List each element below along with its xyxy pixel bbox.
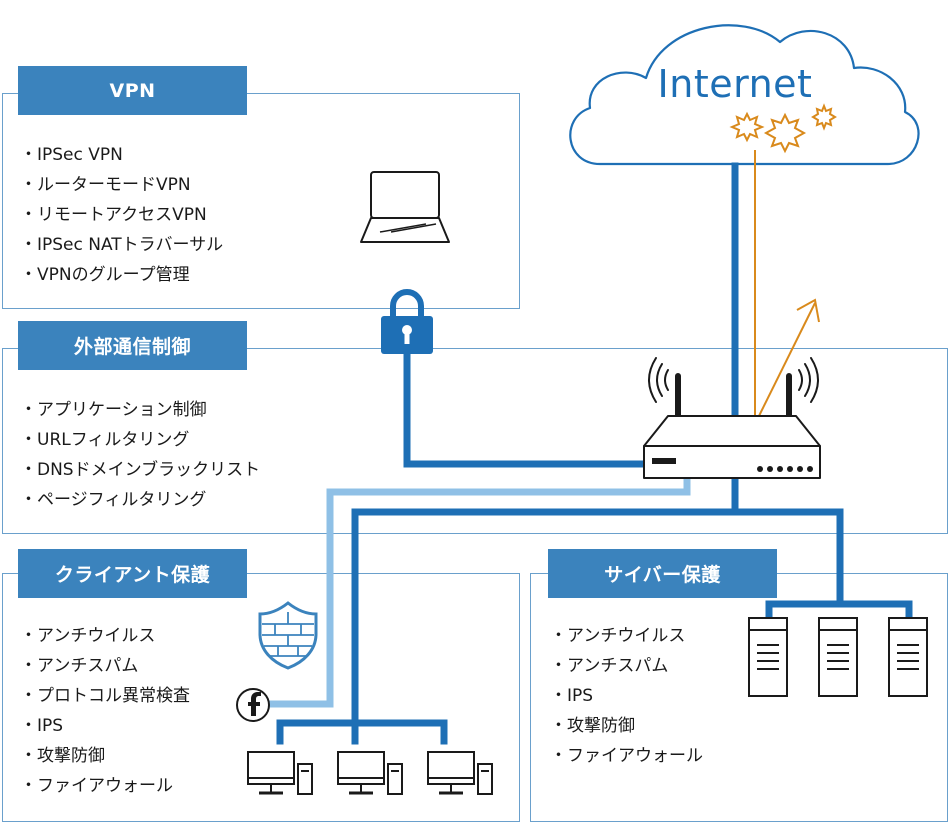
list-item: アンチウイルス: [20, 621, 190, 651]
padlock-icon: [381, 289, 433, 354]
primary-links: [276, 162, 913, 745]
desktop-pc-icon: [427, 751, 493, 795]
threat-burst-icon: [811, 103, 837, 131]
router-icon: [643, 357, 821, 479]
internet-label: Internet: [657, 62, 813, 106]
list-item: 攻撃防御: [550, 711, 703, 741]
laptop-icon: [360, 171, 450, 243]
list-item: アンチスパム: [550, 651, 703, 681]
list-item: DNSドメインブラックリスト: [20, 455, 260, 485]
threat-burst-icon: [763, 112, 807, 154]
server-icon: [748, 617, 788, 697]
list-item: 攻撃防御: [20, 741, 190, 771]
list-item: ルーターモードVPN: [20, 170, 223, 200]
external-control-title: 外部通信制御: [18, 321, 247, 370]
list-item: IPSec VPN: [20, 140, 223, 170]
vpn-title: VPN: [18, 66, 247, 115]
list-item: ファイアウォール: [20, 771, 190, 801]
cloud-icon: [569, 24, 920, 166]
list-item: アンチウイルス: [550, 621, 703, 651]
threat-path: [754, 150, 820, 425]
list-item: IPSec NATトラバーサル: [20, 230, 223, 260]
list-item: アンチスパム: [20, 651, 190, 681]
list-item: IPS: [20, 711, 190, 741]
list-item: ファイアウォール: [550, 741, 703, 771]
client-protection-title: クライアント保護: [18, 549, 247, 598]
light-link: [264, 478, 691, 708]
list-item: ページフィルタリング: [20, 485, 260, 515]
list-item: URLフィルタリング: [20, 425, 260, 455]
list-item: VPNのグループ管理: [20, 260, 223, 290]
list-item: リモートアクセスVPN: [20, 200, 223, 230]
social-app-icon: [236, 688, 270, 722]
external-control-feature-list: アプリケーション制御 URLフィルタリング DNSドメインブラックリスト ページ…: [20, 395, 260, 515]
vpn-feature-list: IPSec VPN ルーターモードVPN リモートアクセスVPN IPSec N…: [20, 140, 223, 290]
server-icon: [888, 617, 928, 697]
list-item: アプリケーション制御: [20, 395, 260, 425]
cyber-protection-feature-list: アンチウイルス アンチスパム IPS 攻撃防御 ファイアウォール: [550, 621, 703, 771]
desktop-pc-icon: [247, 751, 313, 795]
cyber-protection-title: サイバー保護: [548, 549, 777, 598]
client-protection-feature-list: アンチウイルス アンチスパム プロトコル異常検査 IPS 攻撃防御 ファイアウォ…: [20, 621, 190, 801]
threat-burst-icon: [729, 111, 765, 143]
list-item: プロトコル異常検査: [20, 681, 190, 711]
firewall-shield-icon: [258, 601, 318, 670]
server-icon: [818, 617, 858, 697]
list-item: IPS: [550, 681, 703, 711]
desktop-pc-icon: [337, 751, 403, 795]
